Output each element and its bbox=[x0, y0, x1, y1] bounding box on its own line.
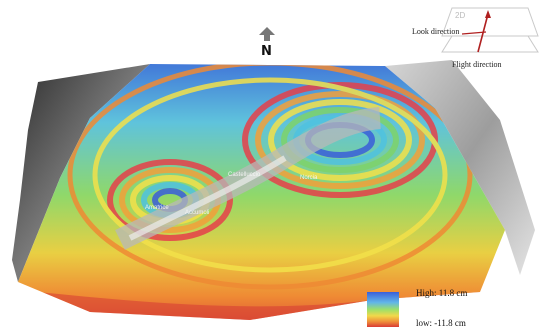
place-label: Castelluccio bbox=[228, 172, 261, 178]
legend-high-label: High: 11.8 cm bbox=[416, 288, 468, 298]
legend-low-label: low: -11.8 cm bbox=[416, 318, 466, 328]
place-label: Amatrice bbox=[145, 205, 169, 211]
flight-arrow-head bbox=[485, 10, 491, 18]
grey-relief-right bbox=[385, 60, 535, 275]
orientation-plane-base bbox=[441, 35, 539, 53]
flight-direction-line bbox=[477, 13, 489, 53]
look-direction-line bbox=[461, 31, 487, 35]
look-direction-label: Look direction bbox=[412, 27, 460, 36]
north-arrow-icon bbox=[259, 27, 275, 41]
place-label: Accumoli bbox=[185, 210, 210, 216]
grey-relief-left bbox=[12, 64, 150, 282]
legend-color-bar bbox=[367, 292, 399, 327]
flight-direction-label: Flight direction bbox=[452, 60, 502, 69]
view-mode-label: 2D bbox=[455, 11, 466, 20]
place-label: Norcia bbox=[300, 175, 318, 181]
north-label: N bbox=[261, 44, 272, 59]
orientation-plane bbox=[441, 7, 539, 37]
